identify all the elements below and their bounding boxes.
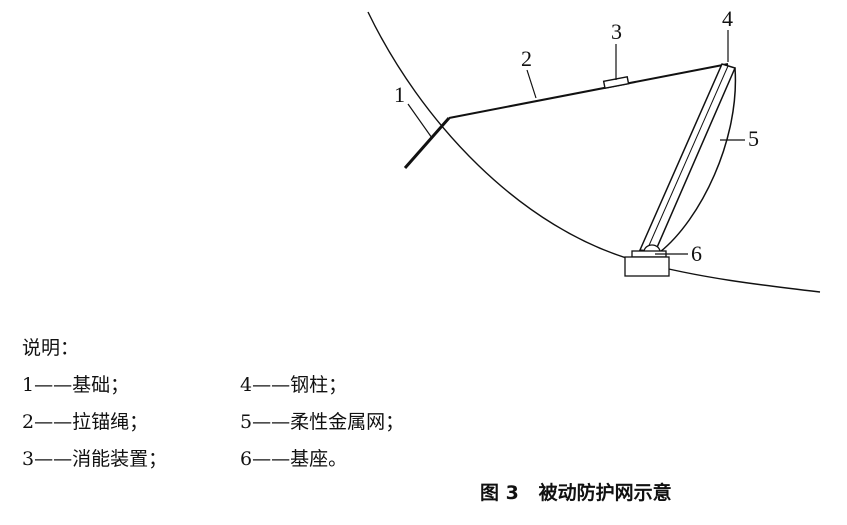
legend-item-metal-net: 5——柔性金属网； bbox=[240, 411, 405, 433]
legend-item-steel-column: 4——钢柱； bbox=[240, 374, 348, 396]
legend-item-anchor-rope: 2——拉锚绳； bbox=[22, 411, 149, 433]
callout-3: 3 bbox=[611, 19, 622, 44]
leader-line-2 bbox=[526, 69, 537, 99]
slope-surface-line bbox=[367, 11, 821, 293]
callout-6: 6 bbox=[691, 241, 702, 266]
legend-title: 说明： bbox=[22, 337, 80, 359]
leader-line-1 bbox=[407, 103, 433, 139]
steel-column-centerline bbox=[646, 65, 729, 251]
anchor-rope bbox=[448, 63, 729, 119]
legend-item-foundation: 1——基础； bbox=[22, 374, 130, 396]
column-hinge bbox=[643, 244, 661, 253]
legend: 说明： 1——基础； 4——钢柱； 2——拉锚绳； 5——柔性金属网； 3——消… bbox=[22, 330, 404, 478]
legend-grid: 1——基础； 4——钢柱； 2——拉锚绳； 5——柔性金属网； 3——消能装置；… bbox=[22, 367, 404, 478]
base-block bbox=[624, 256, 670, 277]
callout-1: 1 bbox=[394, 82, 405, 107]
legend-item-energy-device: 3——消能装置； bbox=[22, 448, 168, 470]
callout-2: 2 bbox=[521, 46, 532, 71]
figure-caption: 图 3 被动防护网示意 bbox=[480, 482, 672, 504]
foundation-anchor bbox=[403, 117, 451, 169]
callout-5: 5 bbox=[748, 126, 759, 151]
callout-4: 4 bbox=[722, 6, 733, 31]
flexible-metal-net bbox=[659, 67, 737, 253]
legend-item-base: 6——基座。 bbox=[240, 448, 348, 470]
